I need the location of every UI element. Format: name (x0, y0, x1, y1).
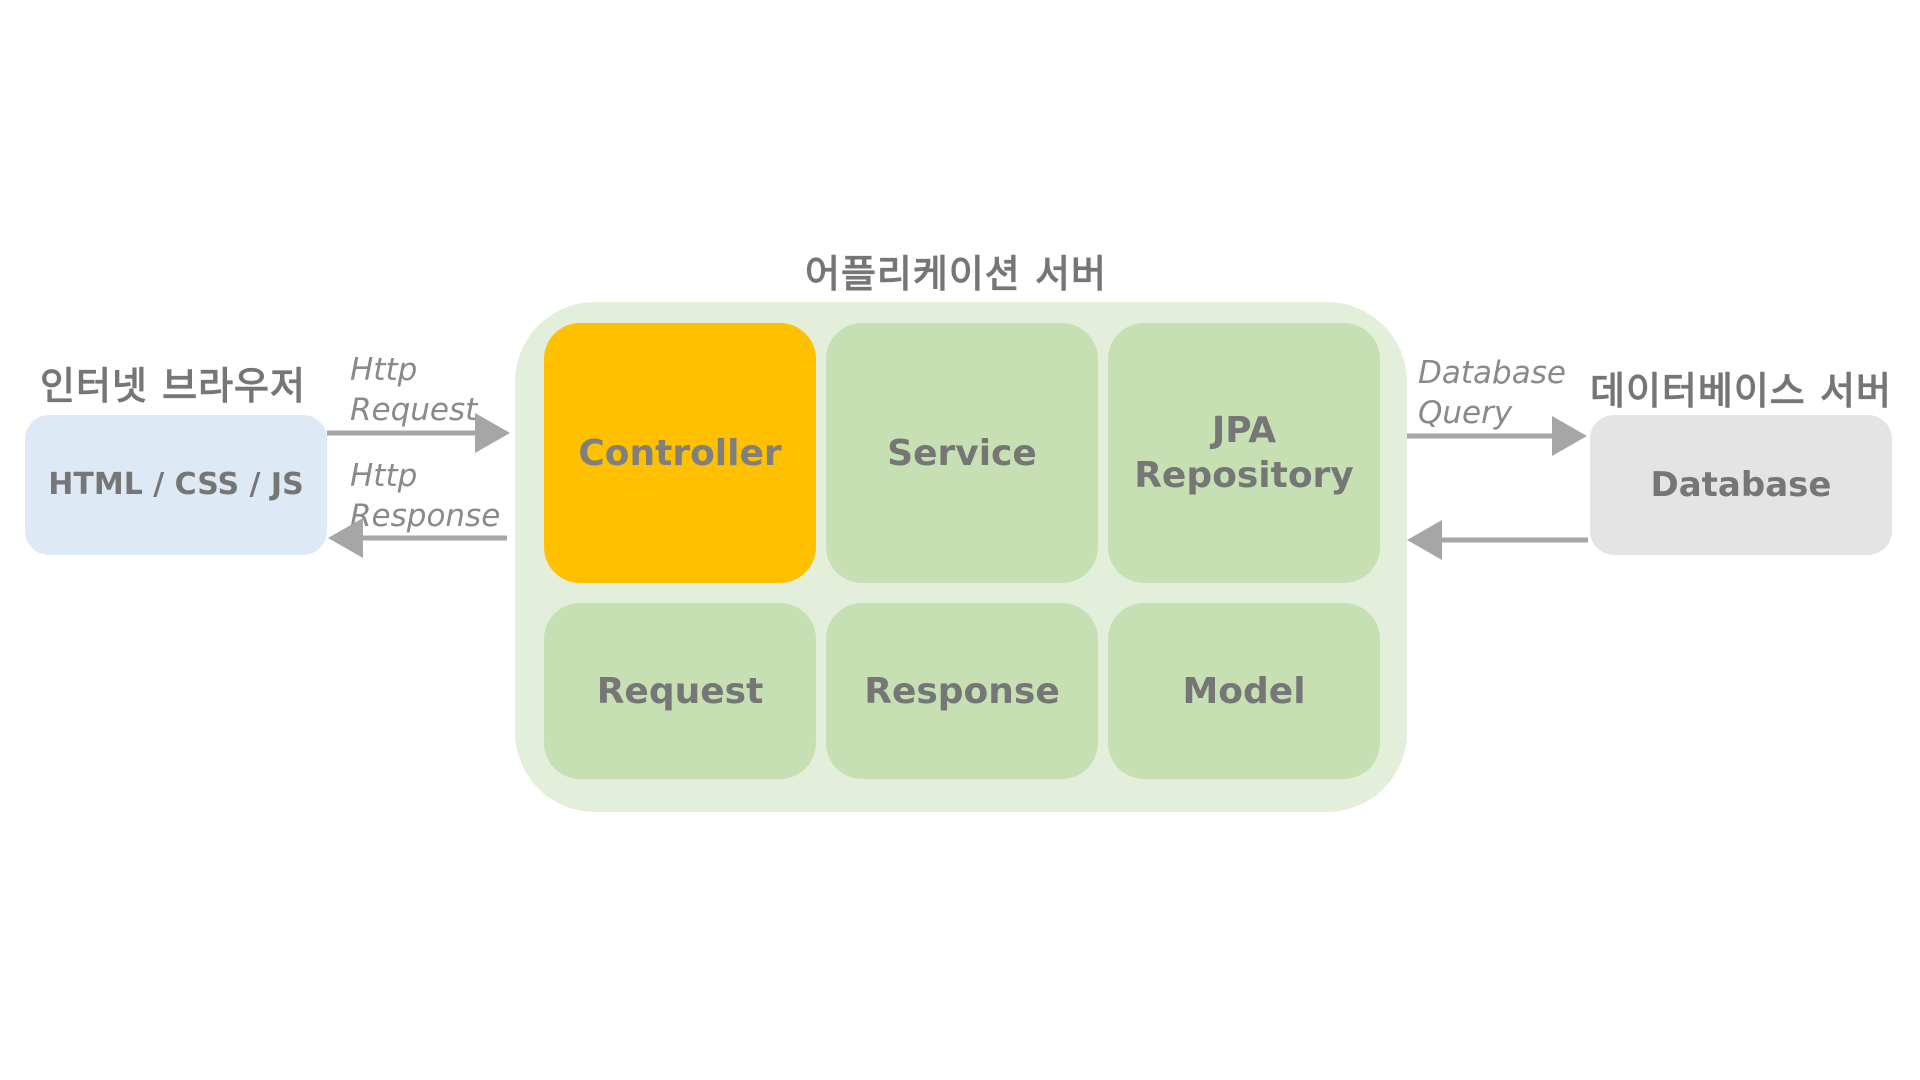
browser-box-label: HTML / CSS / JS (48, 467, 304, 503)
jpa-repository-label: JPA Repository (1134, 410, 1354, 496)
database-box: Database (1590, 415, 1892, 555)
controller-label: Controller (578, 432, 782, 474)
http-response-label: Http Response (350, 458, 501, 534)
model-box: Model (1108, 603, 1380, 779)
controller-box: Controller (544, 323, 816, 583)
db-server-title: 데이터베이스 서버 (1590, 369, 1892, 413)
model-label: Model (1182, 670, 1306, 712)
db-query-label: Database Query (1418, 355, 1566, 431)
request-box: Request (544, 603, 816, 779)
response-label: Response (864, 670, 1060, 712)
request-label: Request (596, 670, 764, 712)
browser-box: HTML / CSS / JS (25, 415, 327, 555)
app-server-title: 어플리케이션 서버 (805, 252, 1107, 296)
browser-title: 인터넷 브라우저 (40, 364, 306, 408)
http-request-label: Http Request (350, 352, 478, 428)
database-box-label: Database (1650, 464, 1832, 505)
jpa-repository-box: JPA Repository (1108, 323, 1380, 583)
service-label: Service (887, 432, 1037, 474)
service-box: Service (826, 323, 1098, 583)
response-box: Response (826, 603, 1098, 779)
